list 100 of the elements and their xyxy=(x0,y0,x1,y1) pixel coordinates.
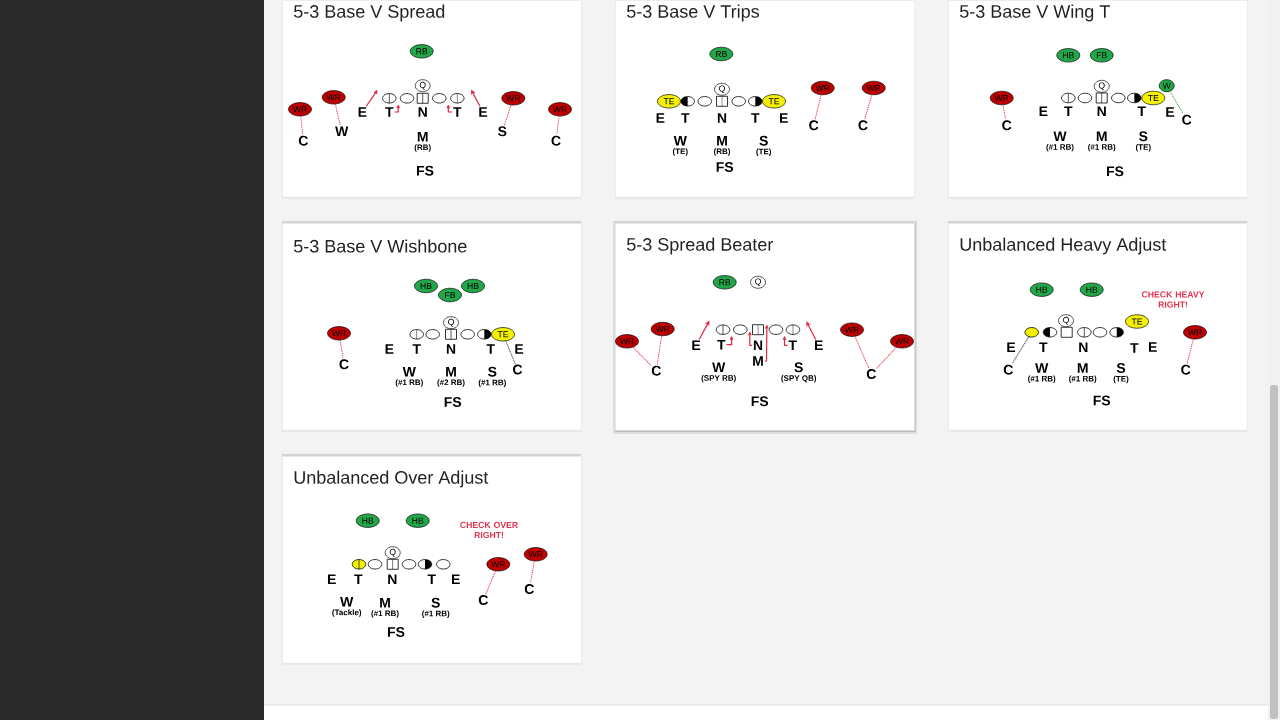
player-oval: WR xyxy=(327,326,351,341)
lineman-oval xyxy=(351,559,367,570)
lineman-oval xyxy=(1109,327,1124,338)
position-letter: M xyxy=(380,597,390,608)
assignment-note: (RB) xyxy=(414,144,431,152)
position-letter: T xyxy=(1064,106,1073,117)
player-oval: RB xyxy=(709,46,734,62)
position-letter: W xyxy=(402,366,416,377)
position-letter: C xyxy=(1003,364,1013,375)
position-letter: S xyxy=(431,597,440,608)
assignment-note: (TE) xyxy=(1113,375,1129,384)
position-letter: C xyxy=(866,369,876,379)
center-square xyxy=(1095,92,1108,104)
position-letter: T xyxy=(1039,342,1048,353)
player-oval: TE xyxy=(1125,314,1149,329)
position-letter: N xyxy=(1079,342,1088,353)
position-letter: E xyxy=(1007,342,1016,353)
player-oval: TE xyxy=(657,94,681,109)
position-letter: N xyxy=(388,574,397,585)
lineman-oval xyxy=(680,96,695,107)
player-oval: RB xyxy=(712,275,737,290)
position-letter: C xyxy=(1181,364,1191,375)
dotted-line xyxy=(556,115,560,136)
arrow xyxy=(698,321,710,341)
lineman-oval xyxy=(382,93,397,104)
dotted-line xyxy=(1011,336,1030,365)
center-square xyxy=(752,324,764,336)
position-letter: C xyxy=(524,584,534,594)
card-title: 5-3 Base V Wishbone xyxy=(294,239,467,253)
assignment-note: (#1 RB) xyxy=(371,610,399,618)
position-letter: C xyxy=(339,359,349,370)
position-letter: E xyxy=(328,574,336,585)
position-letter: C xyxy=(478,595,488,605)
arrow xyxy=(748,331,753,346)
assignment-note: (Tackle) xyxy=(332,609,362,617)
dotted-line xyxy=(334,103,341,127)
position-letter: T xyxy=(453,107,462,117)
position-letter: M xyxy=(717,135,727,146)
position-letter: N xyxy=(753,340,763,351)
dotted-line xyxy=(529,560,535,584)
player-oval: FB xyxy=(438,287,462,303)
player-oval: WR xyxy=(523,547,548,562)
position-letter: T xyxy=(751,113,760,123)
position-letter: W xyxy=(1053,131,1067,142)
position-letter: M xyxy=(417,131,428,142)
position-letter: E xyxy=(1149,342,1157,352)
player-oval: Q xyxy=(384,546,401,560)
dotted-line xyxy=(864,94,873,120)
position-letter: M xyxy=(446,366,456,377)
position-letter: FS xyxy=(1093,395,1111,406)
dotted-line xyxy=(1186,338,1194,365)
player-oval: HB xyxy=(1079,282,1104,297)
center-square xyxy=(416,92,429,104)
player-oval: RB xyxy=(409,44,434,59)
position-letter: T xyxy=(486,344,495,354)
player-oval: HB xyxy=(414,278,438,294)
position-letter: N xyxy=(418,107,427,117)
center-square xyxy=(445,328,457,340)
position-letter: T xyxy=(427,574,436,585)
position-letter: W xyxy=(335,126,349,137)
position-letter: E xyxy=(1166,107,1175,117)
position-letter: M xyxy=(1077,363,1088,373)
dotted-line xyxy=(814,94,822,120)
assignment-note: (#1 RB) xyxy=(478,379,506,387)
position-letter: FS xyxy=(716,162,734,172)
note-text: CHECK HEAVY RIGHT! xyxy=(1141,291,1205,308)
player-oval: HB xyxy=(1056,48,1081,63)
player-oval: WR xyxy=(890,334,914,349)
position-letter: C xyxy=(651,365,661,376)
position-letter: E xyxy=(815,340,823,351)
position-letter: S xyxy=(1116,363,1126,373)
assignment-note: (#1 RB) xyxy=(395,379,423,387)
assignment-note: (SPY QB) xyxy=(781,375,817,383)
assignment-note: (#2 RB) xyxy=(437,379,465,387)
position-letter: N xyxy=(717,113,727,123)
assignment-note: (TE) xyxy=(1135,144,1151,152)
position-letter: T xyxy=(385,107,394,117)
arrow xyxy=(446,104,453,113)
assignment-note: (#1 RB) xyxy=(422,610,450,618)
position-letter: E xyxy=(358,107,367,117)
dotted-line xyxy=(632,346,651,366)
lineman-oval xyxy=(477,329,492,340)
card-title: 5-3 Base V Trips xyxy=(627,4,759,22)
position-letter: C xyxy=(1182,114,1192,125)
position-letter: M xyxy=(753,356,763,366)
arrow xyxy=(725,336,734,346)
dotted-line xyxy=(656,335,663,366)
player-oval: HB xyxy=(1029,282,1054,297)
position-letter: T xyxy=(1130,343,1139,353)
player-oval: Q xyxy=(414,79,431,93)
lineman-oval xyxy=(1042,327,1058,338)
lineman-oval xyxy=(1127,92,1142,104)
player-oval: WR xyxy=(861,80,886,96)
lineman-oval xyxy=(1061,92,1076,104)
player-oval: TE xyxy=(491,327,515,342)
position-letter: W xyxy=(1035,363,1049,373)
arrow xyxy=(471,90,481,107)
player-oval: Q xyxy=(1058,314,1074,328)
lineman-oval xyxy=(417,559,433,570)
player-oval: TE xyxy=(1141,90,1166,106)
